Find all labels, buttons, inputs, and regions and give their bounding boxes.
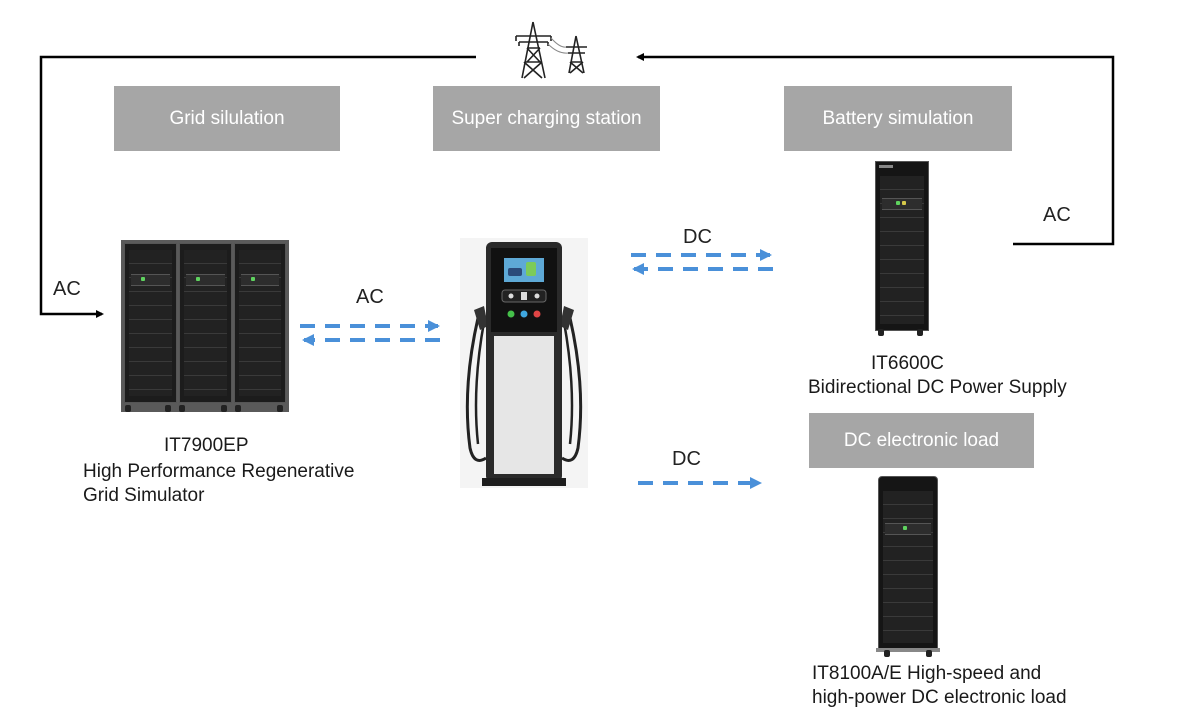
electronic-load-line2: high-power DC electronic load bbox=[812, 687, 1067, 708]
dc-power-supply-model: IT6600C bbox=[871, 353, 944, 374]
electronic-load-image bbox=[876, 476, 940, 658]
dc-power-supply-image bbox=[875, 161, 929, 336]
ev-charging-station-icon bbox=[460, 238, 588, 488]
super-charging-station-box: Super charging station bbox=[433, 86, 660, 151]
grid-simulation-label: Grid silulation bbox=[169, 107, 285, 129]
grid-simulator-model: IT7900EP bbox=[164, 435, 249, 456]
dc-power-supply-description: Bidirectional DC Power Supply bbox=[808, 377, 1067, 398]
ac-left-label: AC bbox=[53, 278, 81, 300]
battery-to-grid-ac-line bbox=[636, 53, 1115, 246]
dc-electronic-load-box: DC electronic load bbox=[809, 413, 1034, 468]
super-charging-station-label: Super charging station bbox=[451, 107, 642, 129]
grid-to-simulator-ac-line bbox=[39, 55, 476, 318]
ac-middle-label: AC bbox=[356, 286, 384, 308]
electronic-load-line1: IT8100A/E High-speed and bbox=[812, 663, 1042, 684]
ac-right-label: AC bbox=[1043, 204, 1071, 226]
dc-electronic-load-label: DC electronic load bbox=[843, 429, 1000, 451]
battery-simulation-label: Battery simulation bbox=[822, 107, 974, 129]
dc-top-label: DC bbox=[683, 226, 712, 248]
battery-simulation-box: Battery simulation bbox=[784, 86, 1012, 151]
power-transmission-tower-icon bbox=[515, 21, 587, 79]
grid-simulator-description-line2: Grid Simulator bbox=[83, 485, 205, 506]
dc-bottom-label: DC bbox=[672, 448, 701, 470]
grid-simulator-image bbox=[121, 240, 289, 412]
grid-simulation-box: Grid silulation bbox=[114, 86, 340, 151]
grid-simulator-description-line1: High Performance Regenerative bbox=[83, 461, 355, 482]
